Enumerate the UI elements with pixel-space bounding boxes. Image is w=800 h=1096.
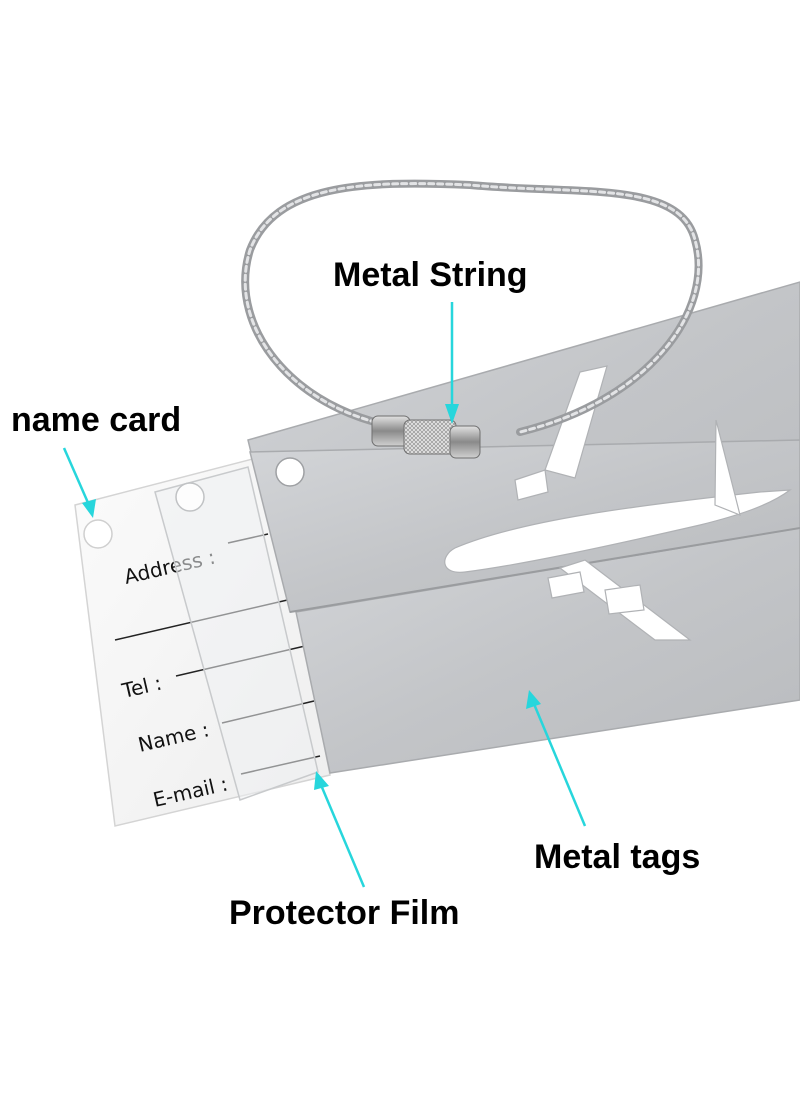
metal-tag-hole: [275, 457, 305, 487]
protector-film-arrowhead: [314, 771, 329, 790]
name-card-arrowhead: [82, 499, 96, 518]
metal-string: [241, 179, 703, 459]
metal-tags-label: Metal tags: [534, 838, 701, 876]
callout-arrows: [62, 302, 587, 888]
protector-film-arrow: [319, 784, 366, 888]
name-card-label: name card: [11, 401, 182, 439]
metal-string-label: Metal String: [333, 256, 528, 294]
protector-film-label: Protector Film: [229, 894, 460, 932]
name-card-hole: [83, 519, 113, 549]
protector-film: [154, 466, 319, 801]
metal-tags-arrow: [532, 703, 587, 827]
metal-tags-arrowhead: [526, 690, 541, 709]
name-card-arrow: [62, 447, 91, 506]
metal-string-arrowhead: [445, 404, 459, 424]
airplane-cutout: [444, 365, 792, 641]
screw-barrel: [371, 415, 481, 459]
protector-film-hole: [175, 482, 205, 512]
